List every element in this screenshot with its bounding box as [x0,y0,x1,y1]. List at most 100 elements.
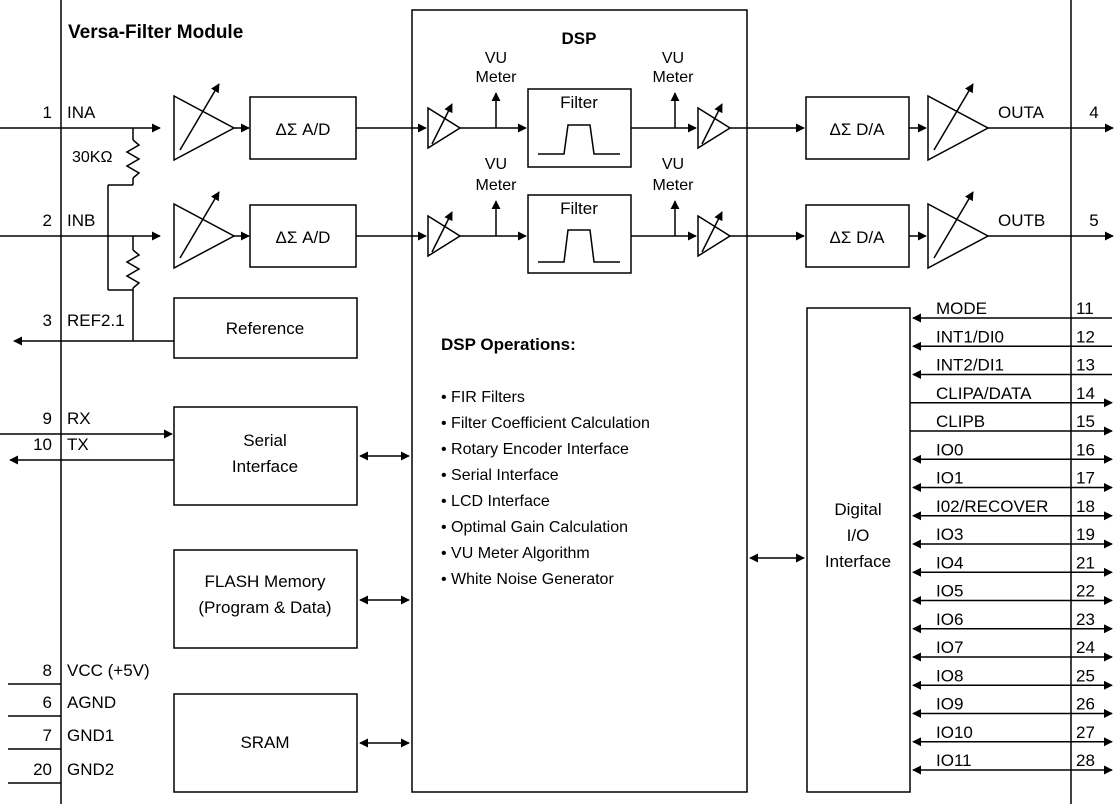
dsp-op-item: • Optimal Gain Calculation [441,519,628,536]
vu-meter-a2-line2: Meter [653,69,695,86]
io-pin-number: 11 [1076,299,1094,318]
pin-number: 5 [1089,211,1098,230]
pin-number: 10 [33,435,52,454]
pin-number: 6 [43,693,52,712]
vu-meter-a1-line2: Meter [476,69,518,86]
pin-name: INB [67,211,95,230]
dac-b-block [805,204,910,268]
channel-b: ΔΣ A/D ΔΣ D/A [0,191,1114,274]
adc-a-label: ΔΣ A/D [276,120,331,139]
serial-label-line2: Interface [232,457,298,476]
dsp-op-item: • Serial Interface [441,467,559,484]
pin-name: GND2 [67,760,114,779]
dio-label-line1: Digital [834,500,881,519]
io-pin-name: CLIPA/DATA [936,384,1032,403]
resistor-b-icon [125,249,141,289]
dsp-op-item: • Rotary Encoder Interface [441,441,629,458]
dio-label-line3: Interface [825,552,891,571]
pin-name: INA [67,103,96,122]
pin-number: 2 [43,211,52,230]
reference-block [173,297,358,359]
pin-name: REF2.1 [67,311,125,330]
pin-number: 1 [43,103,52,122]
reference-label: Reference [226,319,304,338]
pin-name: AGND [67,693,116,712]
io-pin-name: IO10 [936,723,973,742]
dio-label-line2: I/O [847,526,870,545]
io-pin-number: 22 [1076,582,1095,601]
io-pin-number: 26 [1076,695,1095,714]
io-pin-number: 18 [1076,497,1095,516]
io-pin-number: 24 [1076,638,1095,657]
dsp-op-item: • White Noise Generator [441,571,614,588]
io-pin-number: 19 [1076,525,1095,544]
dsp-op-item: • LCD Interface [441,493,550,510]
io-pin-name: IO9 [936,695,963,714]
io-pin-name: MODE [936,299,987,318]
output-amp-a-icon [927,94,990,162]
dsp-gain-a-out-icon [697,106,732,150]
input-amp-a-icon [173,94,236,162]
filter-a-response-icon [538,124,620,155]
adc-b-label: ΔΣ A/D [276,228,331,247]
serial-label-line1: Serial [243,431,286,450]
dsp-gain-a-in-icon [427,106,462,150]
resistor-a-icon [125,139,141,179]
io-pin-name: IO3 [936,525,963,544]
io-pin-number: 14 [1076,384,1095,403]
dsp-op-item: • FIR Filters [441,389,525,406]
pin-number: 9 [43,409,52,428]
io-pin-number: 28 [1076,751,1095,770]
io-pin-name: IO5 [936,582,963,601]
resistor-label: 30KΩ [72,149,112,166]
vu-meter-b2-line1: VU [662,156,684,173]
dsp-op-item: • VU Meter Algorithm [441,545,590,562]
filter-a-label: Filter [560,93,598,112]
io-pin-name: IO8 [936,666,963,685]
io-pin-name: IO11 [936,751,972,770]
flash-memory-block [173,549,358,649]
filter-b-label: Filter [560,199,598,218]
dsp-gain-b-out-icon [697,214,732,258]
io-pin-name: IO4 [936,553,963,572]
serial-interface-block [173,406,358,506]
pin-number: 20 [33,760,52,779]
io-pin-number: 27 [1076,723,1095,742]
channel-a: ΔΣ A/D ΔΣ D/A [0,83,1114,168]
module-title: Versa-Filter Module [68,22,243,43]
vu-meter-b1-line1: VU [485,156,507,173]
dac-a-label: ΔΣ D/A [830,120,886,139]
vu-meter-a1-line1: VU [485,50,507,67]
io-pin-name: INT1/DI0 [936,327,1004,346]
dsp-op-item: • Filter Coefficient Calculation [441,415,650,432]
dac-b-label: ΔΣ D/A [830,228,886,247]
sram-block [173,693,358,793]
io-pin-name: IO6 [936,610,963,629]
dsp-gain-b-in-icon [427,214,462,258]
filter-b-block [527,194,632,274]
pin-number: 4 [1089,103,1098,122]
io-pin-number: 15 [1076,412,1095,431]
io-pin-name: INT2/DI1 [936,356,1004,375]
dsp-ops-list: • FIR Filters • Filter Coefficient Calcul… [441,389,650,588]
io-pin-number: 23 [1076,610,1095,629]
vu-meter-b1-line2: Meter [476,177,518,194]
io-pin-number: 21 [1076,553,1095,572]
filter-b-response-icon [538,229,620,263]
io-pin-name: IO0 [936,440,963,459]
pin-name: RX [67,409,91,428]
io-pin-number: 25 [1076,666,1095,685]
pin-number: 7 [43,726,52,745]
adc-a-block [249,96,357,160]
pin-name: TX [67,435,89,454]
vu-meter-b2-line2: Meter [653,177,695,194]
dac-a-block [805,96,910,160]
pin-name: GND1 [67,726,114,745]
resistor-network [13,128,174,346]
io-pin-number: 12 [1076,327,1095,346]
flash-label-line2: (Program & Data) [198,598,331,617]
flash-label-line1: FLASH Memory [205,572,326,591]
